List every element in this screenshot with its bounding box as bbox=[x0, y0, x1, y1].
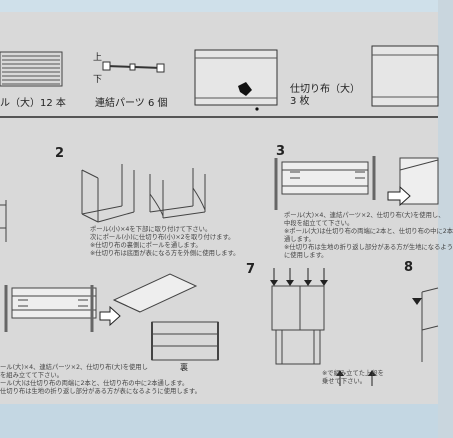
parts-illustrations bbox=[0, 45, 439, 386]
divider-label: 仕切り布（大） bbox=[290, 84, 360, 95]
step3-note: 通します。 bbox=[284, 236, 315, 243]
bottom-edge bbox=[0, 404, 438, 438]
pole-large-label: ル（大）12 本 bbox=[0, 98, 66, 109]
pole-bundle-illustration bbox=[0, 51, 63, 87]
step7-note: ※で組み立てた上段を bbox=[322, 370, 384, 377]
step2-note: ポール(小)×4を下部に取り付けて下さい。 bbox=[90, 226, 212, 233]
step-note: ール(大)は仕切り布の両端に2本と、仕切り布の中に2本通します。 bbox=[0, 380, 189, 387]
step-number: 3 bbox=[276, 144, 286, 159]
divider-count: 3 枚 bbox=[290, 96, 310, 107]
step1-illustration bbox=[0, 200, 7, 242]
step3-arrow-icon bbox=[387, 185, 411, 207]
step-note: 仕切り布は生地の折り返し部分がある方が表になるように使用します。 bbox=[0, 388, 201, 395]
step2-note: ※仕切り布の裏側にポールを通します。 bbox=[90, 242, 202, 249]
divider-cloth-illustration bbox=[194, 49, 278, 111]
step3-note: ※ポール(大)は仕切り布の両端に2本と、仕切り布の中に2本 bbox=[284, 228, 453, 235]
step3-note: ※仕切り布は生地の折り返し部分がある方が生地になるよう bbox=[284, 244, 453, 251]
connector-illustration bbox=[102, 61, 165, 73]
step8-illustration bbox=[421, 287, 439, 362]
connector-label: 連結パーツ 6 個 bbox=[95, 98, 168, 109]
step3-note: ポール(大)×4、連結パーツ×2、仕切り布(大)を使用し、 bbox=[284, 212, 445, 219]
step3-note: 中段を組立てて下さい。 bbox=[284, 220, 354, 227]
step-arrow-icon bbox=[99, 305, 121, 327]
step-number: 7 bbox=[246, 262, 256, 277]
connector-up-label: 上 bbox=[93, 53, 103, 63]
step-number: 2 bbox=[55, 146, 65, 161]
top-edge bbox=[0, 0, 438, 12]
parts-list bbox=[0, 28, 438, 118]
step2-note: ※仕切り布は底面が表になる方を外側に使用します。 bbox=[90, 250, 240, 257]
divider-cloth-illustration-2 bbox=[371, 45, 439, 107]
back-side-label: 裏 bbox=[180, 363, 188, 372]
step-note: ール(大)×4、連結パーツ×2、仕切り布(大)を使用し bbox=[0, 364, 148, 371]
step8-arrow-icon bbox=[412, 298, 422, 305]
step3-illustration bbox=[274, 156, 439, 210]
step7-illustration bbox=[270, 268, 376, 386]
step2-note: 次にポール(小)に仕切り布(小)×2を取り付けます。 bbox=[90, 234, 235, 241]
step3-note: に使用します。 bbox=[284, 252, 328, 259]
step-number: 8 bbox=[404, 260, 414, 275]
step-note: を組み立てて下さい。 bbox=[0, 372, 63, 379]
connector-down-label: 下 bbox=[93, 75, 103, 85]
step7-note: 乗せて下さい。 bbox=[322, 378, 367, 385]
step-lower-left-illustration bbox=[4, 273, 219, 361]
step2-illustration bbox=[81, 164, 206, 223]
